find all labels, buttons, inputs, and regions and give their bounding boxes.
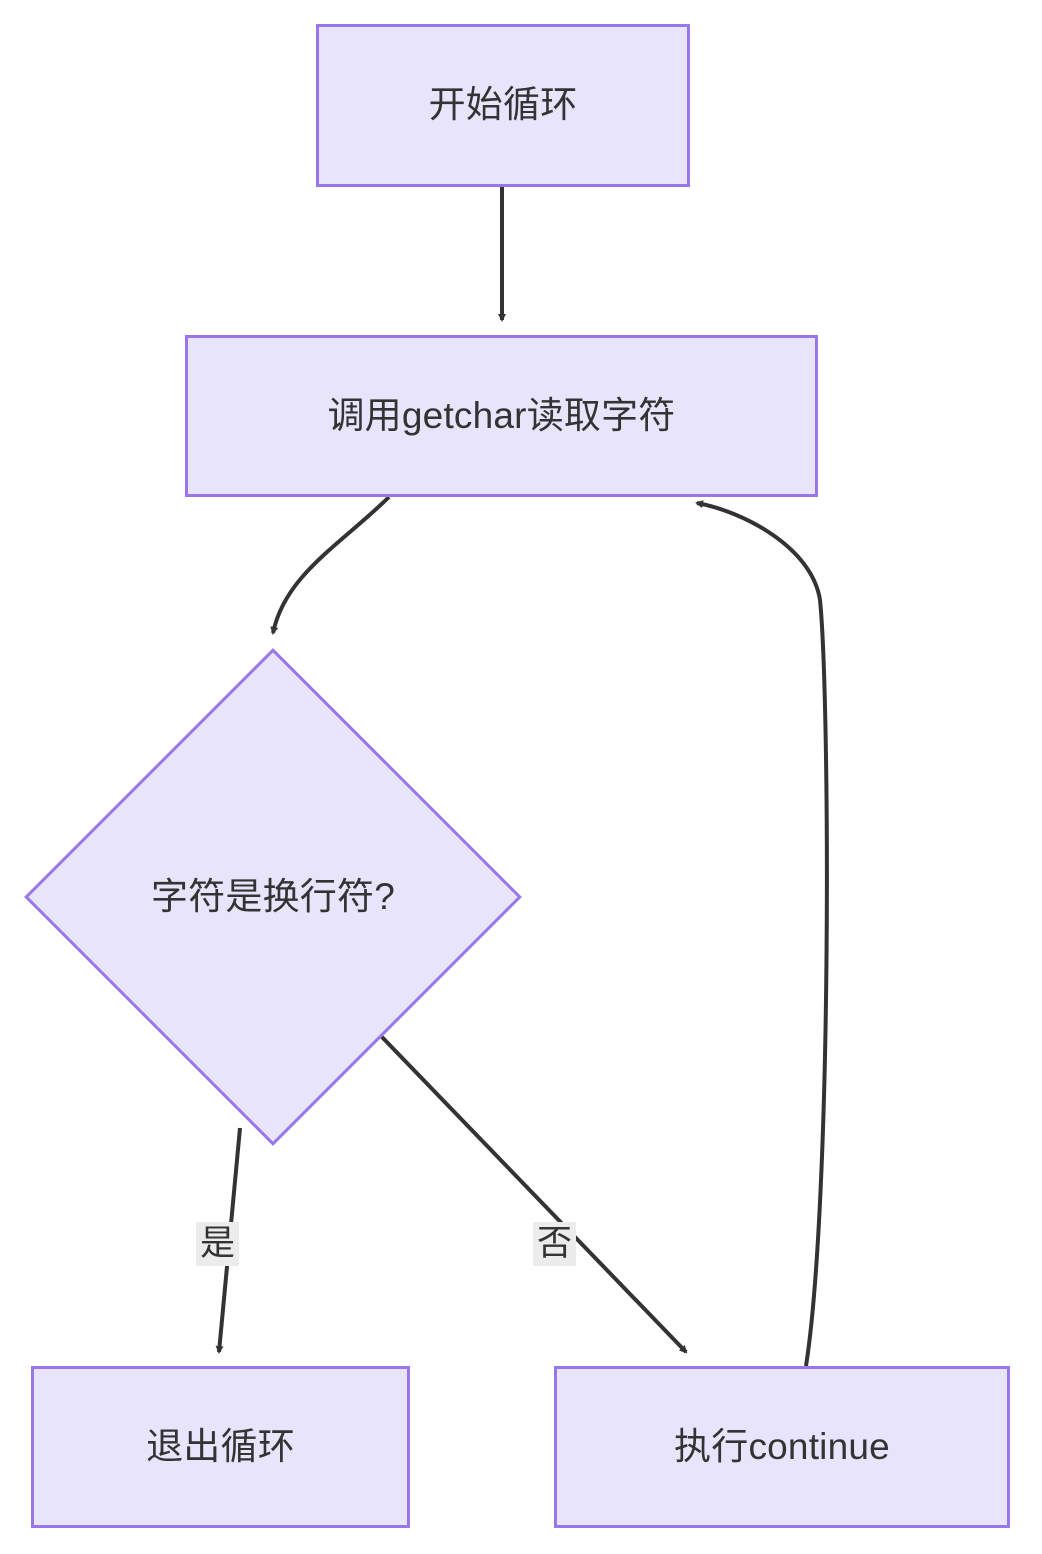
node-continue[interactable]: 执行continue	[554, 1366, 1010, 1528]
node-exit[interactable]: 退出循环	[31, 1366, 410, 1528]
diamond-text-wrap: 字符是换行符?	[24, 648, 522, 1146]
node-decision-label: 字符是换行符?	[151, 875, 395, 917]
node-decision[interactable]: 字符是换行符?	[24, 648, 522, 1146]
node-exit-label: 退出循环	[146, 1425, 295, 1467]
edge-continue-to-getchar	[695, 500, 829, 1367]
edge-label-yes: 是	[196, 1222, 240, 1267]
node-continue-label: 执行continue	[674, 1425, 890, 1467]
node-getchar[interactable]: 调用getchar读取字符	[185, 335, 818, 497]
edge-label-no: 否	[533, 1222, 577, 1267]
node-getchar-label: 调用getchar读取字符	[327, 394, 676, 436]
node-start[interactable]: 开始循环	[316, 24, 690, 187]
edge-getchar-to-decision	[270, 495, 391, 635]
node-start-label: 开始循环	[428, 84, 578, 126]
